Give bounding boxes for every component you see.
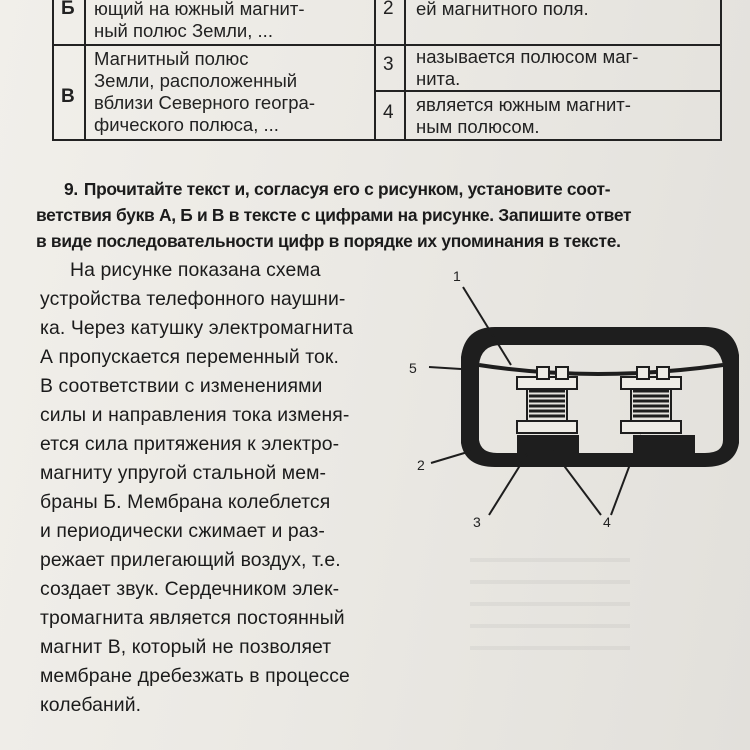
row-b-number: 2: [383, 0, 394, 19]
label-4: 4: [603, 514, 611, 530]
coil-right: [620, 366, 682, 434]
body-line-5: В соответствии с изменениями: [40, 375, 323, 397]
row-letter-b: Б: [61, 0, 75, 19]
label-5: 5: [409, 360, 417, 376]
row-letter-v: В: [61, 86, 75, 107]
task-heading: 9.Прочитайте текст и, согласуя его с рис…: [36, 176, 734, 254]
body-line-9: браны Б. Мембрана колеблется: [40, 491, 331, 513]
row-v-right-text-3: называется полюсом маг- нита.: [416, 46, 639, 89]
row-v-right-text-4: является южным магнит- ным полюсом.: [416, 94, 631, 137]
body-line-2: устройства телефонного наушни-: [40, 288, 346, 310]
body-line-15: мембране дребезжать в процессе: [40, 665, 350, 687]
body-line-14: магнит В, который не позволяет: [40, 636, 332, 658]
row-b-right-text: ей магнитного поля.: [416, 0, 589, 19]
task-line-1: Прочитайте текст и, согласуя его с рисун…: [83, 179, 611, 199]
label-3: 3: [473, 514, 481, 530]
task-line-3: в виде последовательности цифр в порядке…: [36, 231, 621, 251]
body-line-16: колебаний.: [40, 694, 142, 716]
body-line-7: ется сила притяжения к электро-: [40, 433, 340, 455]
matching-table: Б ющий на южный магнит- ный полюс Земли,…: [52, 0, 724, 144]
body-line-11: режает прилегающий воздух, т.е.: [40, 549, 341, 571]
row-v-number-4: 4: [383, 102, 394, 123]
body-line-1: На рисунке показана схема: [70, 259, 321, 281]
body-line-13: тромагнита является постоянный: [40, 607, 345, 629]
row-v-number-3: 3: [383, 54, 394, 75]
label-1: 1: [453, 268, 461, 284]
body-line-8: магниту упругой стальной мем-: [40, 462, 327, 484]
body-line-4: А пропускается переменный ток.: [40, 346, 339, 368]
housing-shape: [461, 327, 739, 467]
body-line-10: и периодически сжимает и раз-: [40, 520, 325, 542]
row-b-left-text: ющий на южный магнит- ный полюс Земли, .…: [94, 0, 305, 41]
earphone-diagram: 1 5 2 3 4: [405, 265, 750, 535]
membrane-shape: [478, 363, 724, 376]
task-number: 9.: [64, 179, 78, 199]
task-line-2: ветствия букв А, Б и В в тексте с цифрам…: [36, 205, 632, 225]
body-line-6: силы и направления тока изменя-: [40, 404, 350, 426]
coil-left: [516, 366, 578, 434]
label-2: 2: [417, 457, 425, 473]
body-line-12: создает звук. Сердечником элек-: [40, 578, 340, 600]
show-through-marks: [470, 540, 630, 660]
body-line-3: ка. Через катушку электромагнита: [40, 317, 354, 339]
row-v-left-text: Магнитный полюс Земли, расположенный вбл…: [94, 48, 315, 135]
